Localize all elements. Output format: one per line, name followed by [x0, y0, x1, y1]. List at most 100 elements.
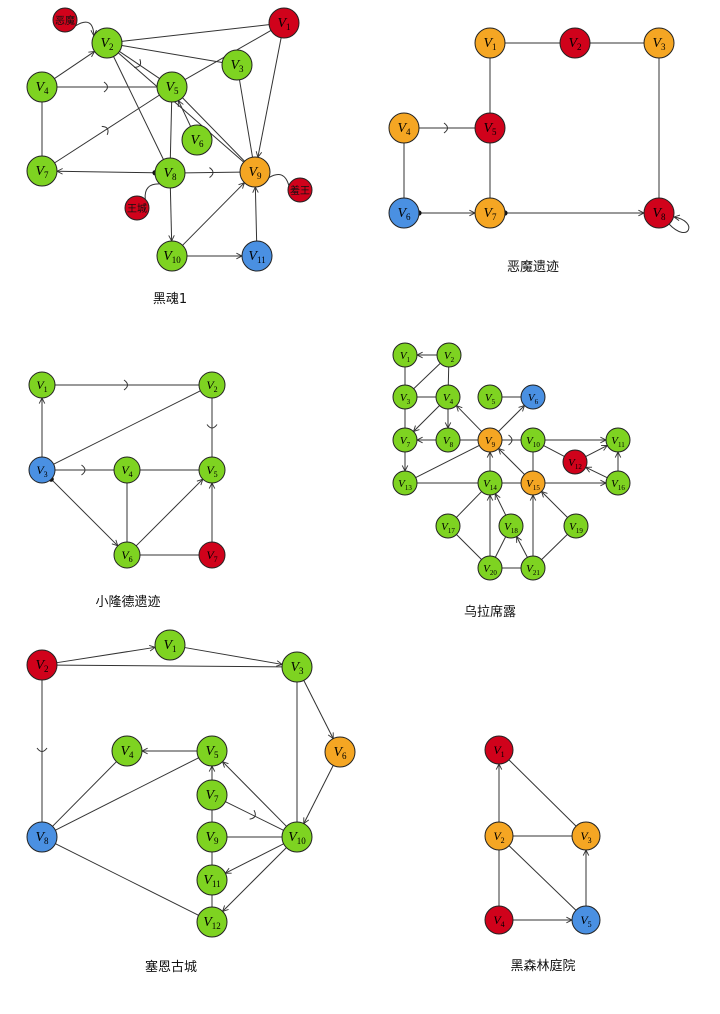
node-label-sub: 10	[172, 255, 182, 265]
g1-edge-v11-v9	[255, 187, 256, 241]
node-label-sub: 5	[174, 86, 179, 96]
node-label-sub: 1	[501, 750, 505, 759]
g4-edge-v19-v21	[542, 534, 568, 559]
g3-node-v2: V2	[199, 372, 225, 398]
g5-node-v12: V12	[197, 907, 227, 937]
node-label-sub: 2	[501, 836, 505, 845]
node-label-sub: 4	[129, 470, 133, 479]
node-label-sub: 10	[533, 441, 541, 449]
node-label-sub: 2	[577, 42, 582, 52]
g1-edge-v1-v9	[258, 38, 281, 158]
g4-node-v19: V19	[564, 514, 588, 538]
g4-node-v12: V12	[563, 450, 587, 474]
node-label-sub: 8	[44, 836, 49, 846]
g5-node-v4: V4	[112, 736, 142, 766]
g1-node-v2: V2	[92, 28, 122, 58]
node-label-sub: 6	[535, 398, 539, 406]
g3-edge-v6-v5	[136, 479, 203, 546]
g3-edge-v3-v2	[54, 391, 201, 464]
node-label-sub: 4	[406, 127, 411, 137]
g6-edge-v3-v1	[509, 760, 576, 826]
g1-node-evil: 恶魔	[53, 8, 77, 32]
g4-node-v2: V2	[437, 343, 461, 367]
g2-node-v5: V5	[475, 113, 505, 143]
g1-edge-v5-v8	[170, 102, 171, 158]
node-label-sub: 6	[406, 212, 411, 222]
node-label-sub: 2	[44, 664, 49, 674]
node-label-sub: 2	[109, 42, 114, 52]
g1-node-v9: V9	[240, 157, 270, 187]
g4-node-v7: V7	[393, 428, 417, 452]
node-label-sub: 3	[239, 64, 244, 74]
g2-node-v7: V7	[475, 198, 505, 228]
g6-node-v1: V1	[485, 736, 513, 764]
g4-edge-v17-v20	[456, 534, 481, 559]
g5-node-v1: V1	[155, 630, 185, 660]
node-label-sub: 4	[450, 398, 454, 406]
g5-node-v9: V9	[197, 822, 227, 852]
node-label-sub: 19	[576, 527, 584, 535]
g1-edge-v8-v10	[170, 188, 171, 241]
g1-edge-v2-v3	[122, 46, 222, 63]
node-label-sub: 5	[588, 920, 592, 929]
node-label-sub: 15	[533, 484, 541, 492]
g5-edge-v10-v12	[223, 848, 287, 912]
g4-node-v17: V17	[436, 514, 460, 538]
node-label-sub: 4	[129, 750, 134, 760]
node-label-sub: 3	[588, 836, 592, 845]
caption-g5: 塞恩古城	[145, 959, 197, 975]
node-label: 羞王	[290, 184, 310, 197]
g3-node-v3: V3	[29, 457, 55, 483]
g4-edge-v21-v18	[517, 537, 528, 558]
node-label-sub: 10	[297, 836, 307, 846]
g1-edge-v9-queen	[269, 174, 289, 185]
g1-node-king: 王城	[125, 196, 149, 220]
g1-edge-v2-v8	[114, 56, 164, 159]
node-label-sub: 18	[511, 527, 519, 535]
node-label-sub: 5	[214, 750, 219, 760]
node-label-sub: 9	[492, 441, 496, 449]
g4-edge-v9-v4	[456, 406, 481, 432]
g2-node-v2: V2	[560, 28, 590, 58]
g4-edge-v16-v12	[586, 467, 607, 477]
node-label-sub: 5	[492, 398, 496, 406]
node-label-sub: 3	[407, 398, 411, 406]
node-label-sub: 8	[661, 212, 666, 222]
g1-edge-v4-v2	[54, 51, 94, 78]
node-label-sub: 12	[575, 463, 583, 471]
g4-edge-v10-v12	[544, 446, 565, 457]
g1-edge-v8-v7	[57, 171, 155, 173]
g5-node-v7: V7	[197, 780, 227, 810]
g1-edges	[42, 22, 289, 256]
node-label-sub: 6	[199, 139, 204, 149]
node-label-sub: 1	[172, 644, 177, 654]
g3-node-v6: V6	[114, 542, 140, 568]
g4-node-v14: V14	[478, 471, 502, 495]
g4-node-v21: V21	[521, 556, 545, 580]
node-label-sub: 11	[257, 255, 266, 265]
g2-node-v8: V8	[644, 198, 674, 228]
node-label-sub: 7	[214, 555, 218, 564]
node-label-sub: 17	[448, 527, 456, 535]
g4-node-v18: V18	[499, 514, 523, 538]
g6-edge-v2-v5	[509, 846, 576, 911]
g1-node-queen: 羞王	[288, 178, 312, 202]
g4-node-v15: V15	[521, 471, 545, 495]
caption-g2: 恶魔遗迹	[507, 260, 559, 275]
g4-node-v3: V3	[393, 385, 417, 409]
node-label-sub: 1	[492, 42, 497, 52]
g4-node-v13: V13	[393, 471, 417, 495]
g4-node-v10: V10	[521, 428, 545, 452]
g5-edge-v5-v8	[55, 758, 198, 830]
g4-node-v20: V20	[478, 556, 502, 580]
g5-node-v8: V8	[27, 822, 57, 852]
g5-edge-v4-v8	[53, 762, 117, 827]
g1-edge-v10-v9	[183, 183, 245, 246]
g2-node-v6: V6	[389, 198, 419, 228]
g5-edge-v3-v6	[304, 680, 333, 738]
g4-node-v4: V4	[436, 385, 460, 409]
node-label-sub: 1	[286, 22, 291, 32]
